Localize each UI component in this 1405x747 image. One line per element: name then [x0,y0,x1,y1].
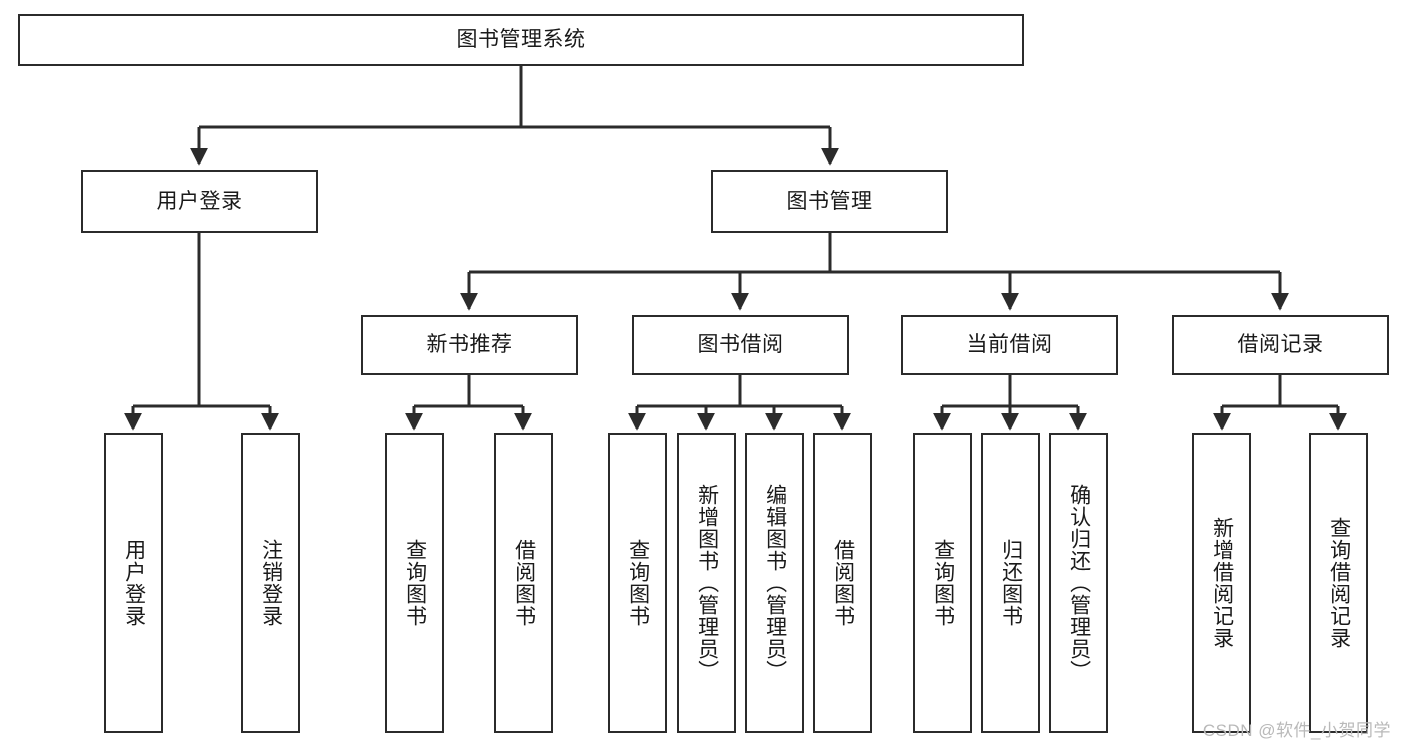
node-label: 确认归还（管理员） [1067,484,1091,682]
node-label: 用户登录 [156,189,243,213]
node-label: 新增图书（管理员） [695,484,719,682]
node-leaf-query-book-borrow[interactable]: 查询图书 [608,433,667,733]
node-leaf-query-book-current[interactable]: 查询图书 [913,433,972,733]
node-label: 借阅图书 [831,539,855,627]
node-borrow-record[interactable]: 借阅记录 [1172,315,1389,375]
node-label: 图书借阅 [697,333,784,357]
node-label: 查询图书 [626,539,650,627]
node-leaf-logout-login[interactable]: 注销登录 [241,433,300,733]
node-label: 用户登录 [122,539,146,627]
node-leaf-add-book-admin[interactable]: 新增图书（管理员） [677,433,736,733]
node-book-borrow[interactable]: 图书借阅 [632,315,849,375]
csdn-watermark: CSDN @软件_小贺同学 [1202,721,1391,740]
node-leaf-edit-book-admin[interactable]: 编辑图书（管理员） [745,433,804,733]
node-label: 注销登录 [259,539,283,627]
node-label: 新增借阅记录 [1210,517,1234,649]
node-label: 查询借阅记录 [1327,517,1351,649]
node-leaf-borrow-book-recommend[interactable]: 借阅图书 [494,433,553,733]
node-book-management[interactable]: 图书管理 [711,170,948,233]
node-leaf-add-borrow-record[interactable]: 新增借阅记录 [1192,433,1251,733]
node-label: 归还图书 [999,539,1023,627]
node-root-book-management-system[interactable]: 图书管理系统 [18,14,1024,66]
node-label: 查询图书 [931,539,955,627]
node-label: 图书管理系统 [456,28,586,52]
node-label: 查询图书 [403,539,427,627]
node-new-book-recommend[interactable]: 新书推荐 [361,315,578,375]
node-leaf-return-book[interactable]: 归还图书 [981,433,1040,733]
node-leaf-borrow-book[interactable]: 借阅图书 [813,433,872,733]
node-label: 借阅图书 [512,539,536,627]
node-label: 新书推荐 [426,333,513,357]
node-leaf-confirm-return-admin[interactable]: 确认归还（管理员） [1049,433,1108,733]
node-leaf-query-book-recommend[interactable]: 查询图书 [385,433,444,733]
node-current-borrow[interactable]: 当前借阅 [901,315,1118,375]
node-label: 图书管理 [786,189,873,213]
node-label: 编辑图书（管理员） [763,484,787,682]
node-leaf-user-login[interactable]: 用户登录 [104,433,163,733]
node-user-login[interactable]: 用户登录 [81,170,318,233]
node-leaf-query-borrow-record[interactable]: 查询借阅记录 [1309,433,1368,733]
node-label: 借阅记录 [1237,333,1324,357]
node-label: 当前借阅 [966,333,1053,357]
